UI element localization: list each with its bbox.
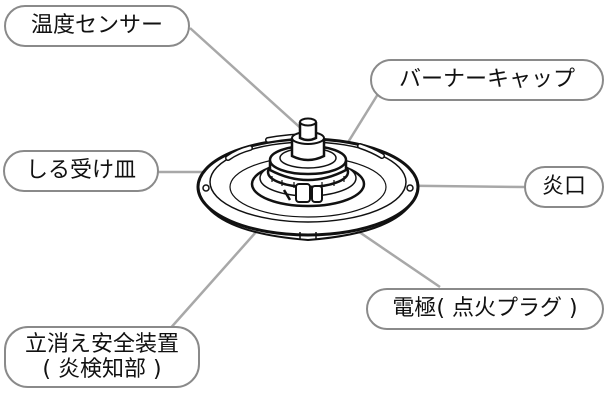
label-safety-device-line2: ( 炎検知部 ) bbox=[42, 357, 162, 382]
label-flame-port: 炎口 bbox=[524, 166, 604, 208]
label-temp-sensor-text: 温度センサー bbox=[30, 13, 163, 39]
temp-sensor-drawing bbox=[290, 117, 326, 162]
label-electrode: 電極( 点火プラグ ) bbox=[366, 288, 604, 330]
label-burner-cap-text: バーナーキャップ bbox=[398, 67, 575, 93]
label-burner-cap: バーナーキャップ bbox=[370, 59, 604, 101]
label-electrode-text: 電極( 点火プラグ ) bbox=[392, 296, 578, 322]
label-temp-sensor: 温度センサー bbox=[4, 5, 190, 47]
label-safety-device-line1: 立消え安全装置 bbox=[24, 331, 179, 357]
electrode-drawing bbox=[282, 183, 323, 203]
label-drip-pan-text: しる受け皿 bbox=[25, 158, 136, 184]
leader-temp-sensor bbox=[189, 27, 306, 133]
label-flame-port-text: 炎口 bbox=[541, 174, 586, 200]
label-safety-device: 立消え安全装置 ( 炎検知部 ) bbox=[4, 326, 200, 388]
label-drip-pan: しる受け皿 bbox=[3, 150, 159, 192]
